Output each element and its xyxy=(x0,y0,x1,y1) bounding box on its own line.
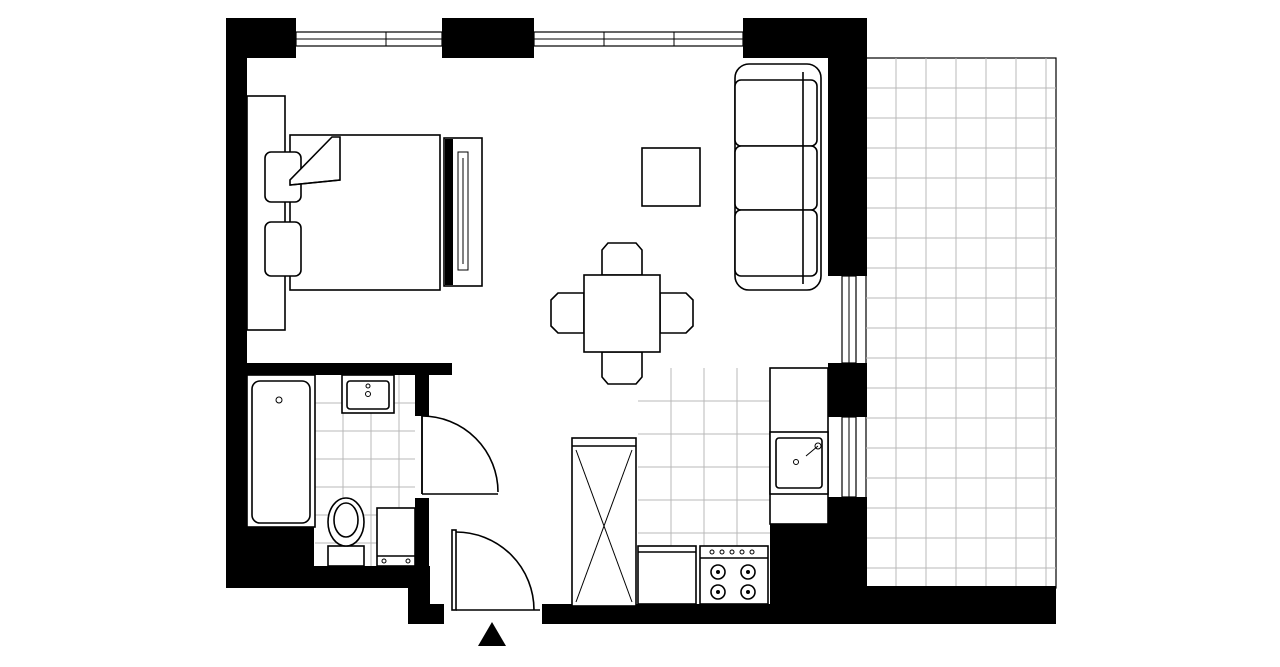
wall-top-middle xyxy=(442,18,534,58)
wall-balcony-bottom xyxy=(860,586,1056,624)
bathtub-icon xyxy=(246,374,316,528)
wall-entrance-left xyxy=(408,604,444,624)
chair-bottom-icon xyxy=(601,351,643,385)
balcony-tiled-floor xyxy=(865,57,1057,589)
chair-top-icon xyxy=(601,242,643,276)
wall-right-top xyxy=(828,18,867,276)
window-top-left xyxy=(295,31,443,47)
wall-right-bottom xyxy=(828,497,867,607)
wall-bathroom-top xyxy=(226,363,452,375)
kitchen-counter xyxy=(637,367,829,605)
bathroom-door xyxy=(421,415,499,495)
kitchen-sink-icon xyxy=(769,431,829,495)
toilet-icon xyxy=(327,497,365,567)
window-right-upper xyxy=(841,275,857,364)
entrance-arrow-icon xyxy=(478,622,506,646)
wardrobe-icon xyxy=(571,437,637,607)
washbasin-icon xyxy=(341,374,395,414)
dining-table-icon xyxy=(550,242,694,385)
wall-right-middle xyxy=(828,363,867,417)
bed-icon xyxy=(246,95,441,331)
kitchen-tiled-floor xyxy=(638,368,770,546)
wall-left xyxy=(226,18,247,588)
stove-icon xyxy=(699,545,769,605)
walls xyxy=(226,18,1056,624)
wall-bathroom-right-bottom xyxy=(415,498,429,568)
balcony-tile-grid xyxy=(866,58,1056,588)
kitchen-tile-grid xyxy=(638,368,770,546)
wall-bathroom-bottom xyxy=(226,526,314,588)
coffee-table-icon xyxy=(641,147,701,207)
window-right-lower xyxy=(841,416,857,498)
chair-right-icon xyxy=(659,292,694,334)
entrance-door xyxy=(451,529,540,611)
wall-bathroom-right-top xyxy=(415,370,429,416)
washing-machine-icon xyxy=(376,507,416,567)
sofa-icon xyxy=(734,63,822,291)
chair-left-icon xyxy=(550,292,585,334)
window-top-right xyxy=(533,31,744,47)
windows xyxy=(295,31,857,498)
tv-cabinet-icon xyxy=(443,137,483,287)
